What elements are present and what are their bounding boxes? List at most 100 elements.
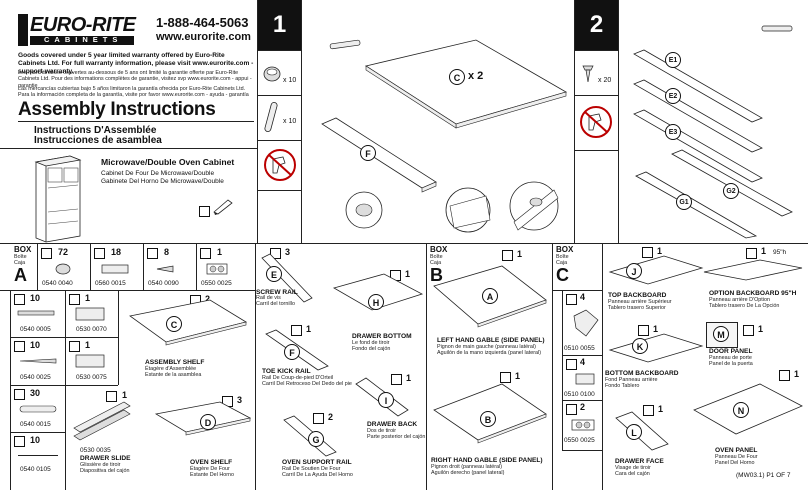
grid-line: [10, 290, 11, 490]
checkbox[interactable]: [566, 359, 577, 370]
checkbox[interactable]: [270, 248, 281, 259]
step-2-number: 2: [589, 11, 604, 38]
checkbox[interactable]: [566, 404, 577, 415]
part-qty: 1: [794, 369, 800, 379]
part-name: BOTTOM BACKBOARD: [605, 370, 679, 377]
grid-line: [10, 432, 65, 433]
checkbox[interactable]: [779, 370, 790, 381]
box-c-label-es: Caja: [556, 260, 568, 266]
part-number: 0540 0025: [20, 374, 51, 381]
part-name-es: Panel Del Horno: [715, 460, 755, 466]
checkbox[interactable]: [41, 248, 52, 259]
checkbox[interactable]: [14, 294, 25, 305]
part-qty: 1: [406, 373, 412, 383]
box-a-label: BOX: [14, 245, 32, 254]
part-name-fr: Fond Panneau arrière: [605, 377, 658, 383]
callout-e3: E3: [665, 124, 681, 140]
part-name: LEFT HAND GABLE (SIDE PANEL): [437, 337, 545, 344]
part-number: 0540 0040: [42, 280, 73, 287]
dowel-icon: [19, 405, 57, 413]
part-name: OPTION BACKBOARD 95"H: [709, 290, 797, 297]
callout-f: F: [360, 145, 376, 161]
product-name: Microwave/Double Oven Cabinet: [101, 157, 235, 167]
backboard-drawing: [703, 259, 803, 281]
callout-g2: G2: [723, 183, 739, 199]
hardware-qty: 2: [580, 402, 586, 412]
checkbox[interactable]: [14, 436, 25, 447]
checkbox[interactable]: [643, 405, 654, 416]
hinge-icon: [573, 309, 599, 337]
part-name-fr: Dos de tiroir: [367, 428, 397, 434]
part-qty: 1: [658, 404, 664, 414]
part-name: OVEN SHELF: [190, 459, 233, 466]
cap-icon: [206, 263, 228, 275]
hardware-qty: 72: [58, 247, 69, 257]
callout-e: E: [266, 266, 282, 282]
checkbox[interactable]: [14, 389, 25, 400]
checkbox[interactable]: [746, 248, 757, 259]
page-reference: (MW03.1) P1 OF 7: [736, 472, 791, 479]
part-qty: 3: [237, 395, 243, 405]
part-qty: 2: [328, 412, 334, 422]
checkbox[interactable]: [502, 250, 513, 261]
grid-line: [562, 400, 602, 401]
part-number: 0510 0100: [564, 391, 595, 398]
box-c-label-fr: Boîte: [556, 254, 569, 260]
checkbox[interactable]: [199, 206, 210, 217]
part-qty: 1: [758, 324, 764, 334]
checkbox[interactable]: [313, 413, 324, 424]
part-number: 0550 0025: [201, 280, 232, 287]
checkbox[interactable]: [500, 372, 511, 383]
part-number: 0540 0015: [20, 421, 51, 428]
divider: [575, 95, 618, 96]
slide-qty: 1: [122, 390, 128, 400]
phone-number: 1-888-464-5063: [156, 15, 249, 30]
part-name-es: Panel de la puerta: [709, 361, 753, 367]
part-qty: 1: [405, 269, 411, 279]
part-number: 0540 0105: [20, 466, 51, 473]
checkbox[interactable]: [14, 341, 25, 352]
checkbox[interactable]: [566, 294, 577, 305]
part-name-es: Estante de la asamblea: [145, 372, 202, 378]
checkbox[interactable]: [391, 374, 402, 385]
part-name-es: Parte posterior del cajón: [367, 434, 426, 440]
part-qty: 1: [657, 246, 663, 256]
checkbox[interactable]: [743, 325, 754, 336]
part-name-es: Tablero trasero Superior: [608, 305, 666, 311]
callout-m: M: [713, 326, 729, 342]
panel-drawing: [332, 273, 424, 311]
divider: [258, 95, 301, 96]
checkbox[interactable]: [69, 294, 80, 305]
grid-line: [10, 337, 118, 338]
checkbox[interactable]: [291, 325, 302, 336]
hardware-qty: 30: [30, 388, 41, 398]
website: www.eurorite.com: [156, 31, 251, 43]
grid-line: [143, 244, 144, 290]
step-1-c-qty: x 2: [468, 70, 484, 82]
part-qty: 1: [761, 246, 767, 256]
checkbox[interactable]: [147, 248, 158, 259]
divider: [0, 243, 808, 244]
divider: [575, 150, 618, 151]
checkbox[interactable]: [94, 248, 105, 259]
checkbox[interactable]: [200, 248, 211, 259]
box-b-label: BOX: [430, 245, 448, 254]
part-qty: 1: [517, 249, 523, 259]
part-name-es: Diapositiva del cajón: [80, 468, 130, 474]
part-number: 0510 0055: [564, 345, 595, 352]
checkbox[interactable]: [638, 325, 649, 336]
checkbox[interactable]: [69, 341, 80, 352]
pencil-icon: [213, 199, 233, 215]
drawer-slide-drawing: [73, 401, 131, 441]
checkbox[interactable]: [642, 247, 653, 258]
part-name-es: Carril De La Ayuda Del Horno: [282, 472, 353, 478]
cabinet-illustration: [34, 155, 82, 243]
backboard-drawing: [608, 333, 704, 363]
checkbox[interactable]: [106, 391, 117, 402]
part-name: SCREW RAIL: [256, 289, 298, 296]
logo: EURO-RITE CABINETS: [18, 14, 136, 46]
grid-line: [10, 385, 118, 386]
box-b-label-es: Caja: [430, 260, 442, 266]
dowel-icon: [264, 102, 278, 132]
part-name: DRAWER BACK: [367, 421, 418, 428]
